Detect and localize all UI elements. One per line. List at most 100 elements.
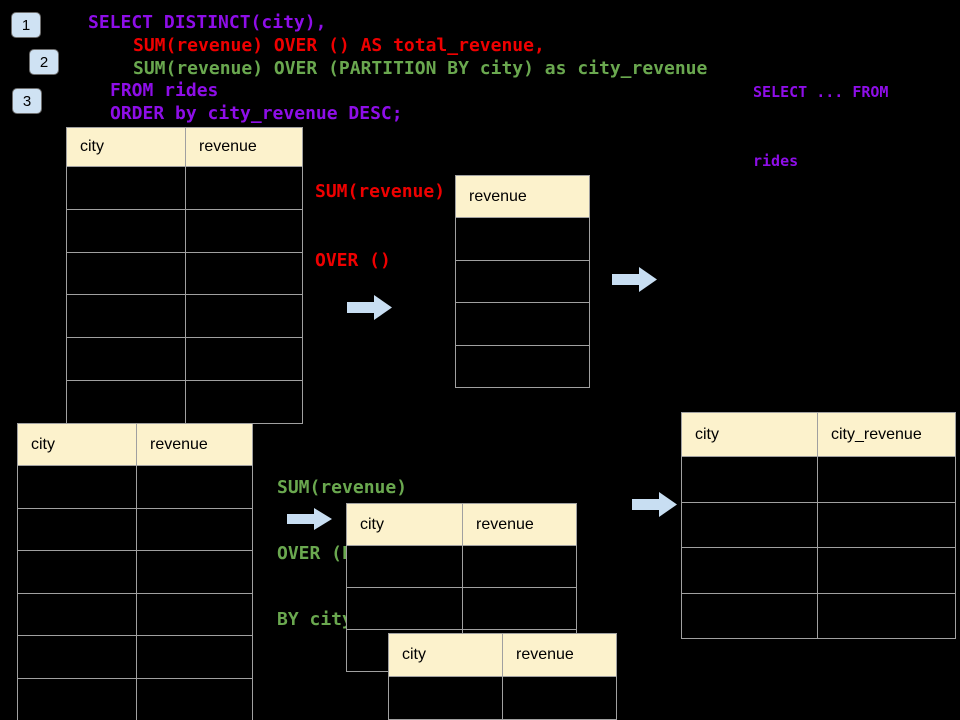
column-header-city: city — [18, 424, 137, 465]
table-row — [456, 344, 589, 388]
side-note-select-from: SELECT ... FROM rides — [753, 35, 888, 219]
table-partition-b: city revenue — [388, 633, 617, 720]
cell — [186, 338, 302, 380]
cell — [186, 381, 302, 423]
label-partition-line-1: SUM(revenue) — [277, 477, 408, 498]
cell — [137, 594, 252, 636]
cell — [818, 548, 955, 593]
cell — [67, 295, 186, 338]
cell — [186, 167, 302, 209]
sql-line-from: FROM rides — [110, 80, 219, 101]
column-header-city: city — [347, 504, 463, 545]
cell — [818, 457, 955, 502]
cell — [818, 503, 955, 548]
cell — [137, 551, 252, 593]
cell — [18, 466, 137, 508]
step-badge-1-label: 1 — [21, 16, 31, 34]
column-header-city-revenue: city_revenue — [831, 425, 922, 443]
cell — [456, 303, 589, 345]
cell — [18, 636, 137, 678]
step-badge-1: 1 — [11, 12, 41, 38]
cell — [463, 546, 576, 587]
cell — [389, 677, 503, 719]
cell — [456, 346, 589, 388]
column-header-revenue: revenue — [476, 515, 534, 533]
sql-line-total-revenue: SUM(revenue) OVER () AS total_revenue, — [133, 35, 545, 56]
table-row — [67, 294, 302, 338]
cell — [456, 261, 589, 303]
cell — [18, 593, 137, 635]
arrow-right-icon — [347, 295, 392, 320]
label-total-line-1: SUM(revenue) — [315, 181, 446, 202]
table-header-row: city revenue — [18, 424, 252, 465]
table-rides-top: city revenue — [66, 127, 303, 424]
table-row — [682, 547, 955, 593]
table-row — [67, 208, 302, 252]
table-row — [67, 251, 302, 295]
column-header-revenue: revenue — [516, 646, 574, 663]
cell — [503, 677, 616, 719]
column-header-revenue: revenue — [199, 138, 257, 155]
table-row — [456, 302, 589, 345]
column-header-revenue: revenue — [469, 187, 527, 205]
table-row — [456, 217, 589, 260]
sql-line-city-revenue: SUM(revenue) OVER (PARTITION BY city) as… — [133, 58, 708, 79]
table-row — [67, 337, 302, 380]
table-row — [18, 592, 252, 636]
column-header-city: city — [682, 413, 818, 456]
table-row — [67, 166, 302, 209]
table-rides-bottom: city revenue — [17, 423, 253, 720]
arrow-right-icon — [632, 492, 677, 517]
sql-line-order-by: ORDER by city_revenue DESC; — [110, 103, 403, 124]
table-header-row: city revenue — [389, 634, 616, 676]
cell — [186, 295, 302, 337]
cell — [67, 338, 186, 380]
cell — [347, 588, 463, 629]
cell — [67, 167, 186, 209]
label-sum-over-total: SUM(revenue) OVER () — [315, 134, 445, 318]
table-total-result: revenue — [455, 175, 590, 388]
table-row — [67, 379, 302, 423]
cell — [18, 508, 137, 550]
table-row — [682, 501, 955, 548]
cell — [137, 636, 252, 678]
column-header-city: city — [389, 634, 503, 676]
step-badge-2: 2 — [29, 49, 59, 75]
table-row — [347, 545, 576, 587]
cell — [347, 546, 463, 587]
table-header-row: city city_revenue — [682, 413, 955, 456]
table-row — [18, 550, 252, 593]
cell — [818, 594, 955, 639]
table-row — [389, 676, 616, 719]
step-badge-3-label: 3 — [22, 92, 32, 110]
cell — [456, 218, 589, 260]
table-row — [18, 507, 252, 550]
cell — [186, 253, 302, 295]
side-note-line-1: SELECT ... FROM — [753, 83, 889, 101]
arrow-right-icon — [287, 508, 332, 530]
cell — [682, 457, 818, 502]
table-header-row: city revenue — [347, 504, 576, 545]
table-row — [18, 635, 252, 678]
cell — [186, 210, 302, 252]
table-row — [18, 677, 252, 720]
arrow-right-icon — [612, 267, 657, 292]
table-row — [456, 259, 589, 303]
table-city-revenue-result: city city_revenue — [681, 412, 956, 639]
column-header-city: city — [67, 128, 186, 166]
cell — [67, 252, 186, 295]
step-badge-2-label: 2 — [39, 53, 49, 71]
table-row — [347, 587, 576, 629]
cell — [682, 502, 818, 547]
cell — [463, 588, 576, 629]
table-header-row: city revenue — [67, 128, 302, 166]
table-row — [682, 456, 955, 502]
table-row — [682, 592, 955, 639]
cell — [137, 466, 252, 508]
sql-line-select: SELECT DISTINCT(city), — [88, 12, 327, 33]
side-note-line-2: rides — [753, 152, 799, 170]
column-header-revenue: revenue — [150, 435, 208, 453]
cell — [67, 380, 186, 423]
cell — [682, 593, 818, 638]
